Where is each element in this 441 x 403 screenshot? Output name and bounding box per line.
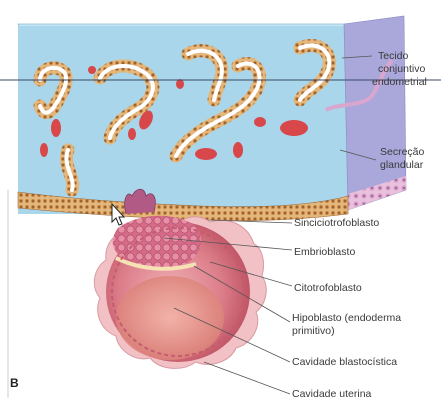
label-embrioblasto: Embrioblasto [294, 246, 355, 259]
label-tecido-line3: endometrial [372, 76, 427, 89]
label-hipoblasto-line2: primitivo) [292, 325, 335, 338]
label-tecido-line2: conjuntivo [378, 63, 425, 76]
blastocyst-cavity [116, 276, 224, 360]
panel-label: B [10, 376, 19, 390]
label-cavidade-blastocistica: Cavidade blastocística [292, 356, 397, 369]
label-tecido-line1: Tecido [378, 50, 408, 63]
side-blood-vessel [280, 120, 308, 136]
label-citotrofoblasto: Citotrofoblasto [294, 282, 362, 295]
label-secrecao-line1: Secreção [380, 146, 424, 159]
label-hipoblasto-line1: Hipoblasto (endoderma [292, 312, 401, 325]
label-sinciciotrofoblasto: Sinciciotrofoblasto [294, 217, 379, 230]
label-secrecao-line2: glandular [380, 159, 423, 172]
label-cavidade-uterina: Cavidade uterina [292, 388, 371, 401]
